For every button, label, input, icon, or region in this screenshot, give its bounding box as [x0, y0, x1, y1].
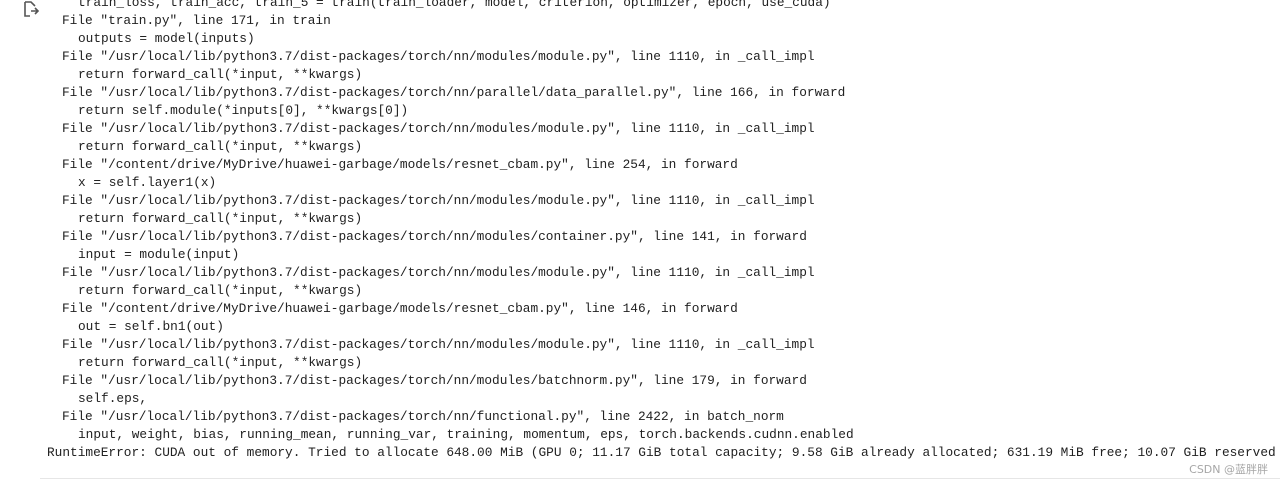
- traceback-code: self.eps,: [78, 391, 148, 406]
- traceback-code: return forward_call(*input, **kwargs): [78, 67, 363, 82]
- traceback-frame: File "/usr/local/lib/python3.7/dist-pack…: [62, 337, 815, 352]
- traceback-frame: File "/usr/local/lib/python3.7/dist-pack…: [62, 265, 815, 280]
- traceback-code: input, weight, bias, running_mean, runni…: [78, 427, 854, 442]
- traceback-code: return forward_call(*input, **kwargs): [78, 211, 363, 226]
- traceback-frame: File "/usr/local/lib/python3.7/dist-pack…: [62, 121, 815, 136]
- traceback-frame: File "/usr/local/lib/python3.7/dist-pack…: [62, 229, 807, 244]
- cell-output-traceback: train_loss, train_acc, train_5 = train(t…: [47, 0, 1280, 460]
- traceback-code: return self.module(*inputs[0], **kwargs[…: [78, 103, 409, 118]
- traceback-code: return forward_call(*input, **kwargs): [78, 283, 363, 298]
- traceback-frame: File "/content/drive/MyDrive/huawei-garb…: [62, 157, 738, 172]
- traceback-frame: File "/usr/local/lib/python3.7/dist-pack…: [62, 373, 807, 388]
- traceback-frame: File "train.py", line 171, in train: [62, 13, 331, 28]
- output-redirect-icon[interactable]: [22, 0, 40, 18]
- cell-divider: [40, 478, 1280, 479]
- traceback-frame: File "/usr/local/lib/python3.7/dist-pack…: [62, 409, 784, 424]
- traceback-frame: File "/usr/local/lib/python3.7/dist-pack…: [62, 49, 815, 64]
- traceback-code: return forward_call(*input, **kwargs): [78, 355, 363, 370]
- traceback-code: x = self.layer1(x): [78, 175, 217, 190]
- watermark: CSDN @蓝胖胖: [1189, 463, 1268, 476]
- traceback-code: out = self.bn1(out): [78, 319, 224, 334]
- error-message: RuntimeError: CUDA out of memory. Tried …: [47, 445, 1280, 460]
- traceback-code: train_loss, train_acc, train_5 = train(t…: [78, 0, 831, 10]
- traceback-frame: File "/usr/local/lib/python3.7/dist-pack…: [62, 85, 846, 100]
- traceback-frame: File "/content/drive/MyDrive/huawei-garb…: [62, 301, 738, 316]
- traceback-code: input = module(input): [78, 247, 240, 262]
- traceback-code: outputs = model(inputs): [78, 31, 255, 46]
- traceback-code: return forward_call(*input, **kwargs): [78, 139, 363, 154]
- traceback-frame: File "/usr/local/lib/python3.7/dist-pack…: [62, 193, 815, 208]
